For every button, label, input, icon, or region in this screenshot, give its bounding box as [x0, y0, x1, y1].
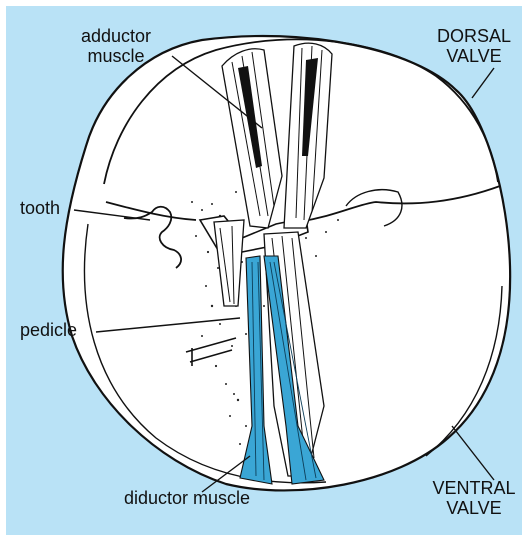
ventral-valve-label-line2: VALVE — [430, 498, 518, 518]
ventral-valve-label: VENTRAL VALVE — [430, 478, 518, 518]
tooth-label: tooth — [20, 198, 60, 218]
dorsal-valve-label-line1: DORSAL — [430, 26, 518, 46]
dorsal-valve-label: DORSAL VALVE — [430, 26, 518, 66]
diductor-muscle-label: diductor muscle — [124, 488, 250, 508]
diagram-panel: adductor muscle DORSAL VALVE tooth pedic… — [6, 6, 522, 535]
ventral-valve-label-line1: VENTRAL — [430, 478, 518, 498]
brachiopod-diagram — [6, 6, 522, 535]
dorsal-valve-label-line2: VALVE — [430, 46, 518, 66]
adductor-muscle-label-line2: muscle — [68, 46, 164, 66]
adductor-muscle-label-line1: adductor — [68, 26, 164, 46]
adductor-muscle-label: adductor muscle — [68, 26, 164, 66]
pedicle-label: pedicle — [20, 320, 77, 340]
